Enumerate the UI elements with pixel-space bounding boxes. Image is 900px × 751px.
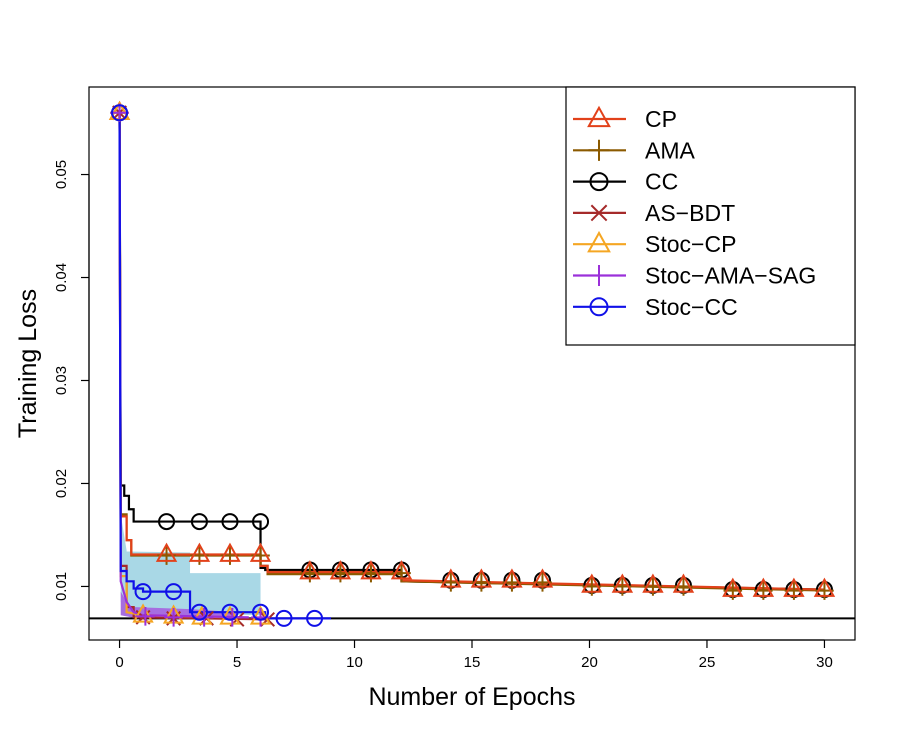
point-stoc-ama-sag-2 bbox=[164, 608, 183, 627]
point-cp-8 bbox=[390, 560, 413, 580]
y-tick-label-3: 0.04 bbox=[53, 263, 70, 292]
legend-label-as-bdt: AS−BDT bbox=[645, 200, 735, 226]
point-cp-10 bbox=[470, 568, 493, 588]
point-stoc-cc-0 bbox=[111, 104, 129, 122]
point-cc-4 bbox=[252, 513, 270, 531]
point-stoc-cc-7 bbox=[306, 609, 324, 627]
series-line-cc bbox=[118, 112, 825, 591]
x-tick-label-4: 20 bbox=[581, 654, 598, 671]
point-cp-9 bbox=[440, 568, 462, 588]
point-cp-7 bbox=[360, 560, 382, 580]
x-tick-label-3: 15 bbox=[464, 654, 481, 671]
point-cc-1 bbox=[158, 513, 176, 531]
legend-label-ama: AMA bbox=[645, 137, 696, 163]
series-line-stoc-cp bbox=[118, 112, 238, 619]
legend-marker-stoc-cp bbox=[587, 230, 611, 253]
y-tick-label-4: 0.05 bbox=[53, 160, 70, 189]
series-line-stoc-cc bbox=[118, 112, 332, 620]
point-cc-3 bbox=[221, 513, 239, 531]
point-stoc-cc-3 bbox=[190, 603, 208, 621]
point-stoc-cc-2 bbox=[165, 583, 183, 601]
legend-box bbox=[565, 86, 856, 346]
point-stoc-cp-1 bbox=[132, 603, 154, 623]
point-cp-20 bbox=[813, 577, 836, 597]
point-stoc-ama-sag-0 bbox=[110, 103, 129, 123]
y-tick-label-2: 0.03 bbox=[53, 366, 70, 395]
legend-label-stoc-cp: Stoc−CP bbox=[645, 231, 736, 257]
y-tick-label-1: 0.02 bbox=[53, 469, 70, 498]
point-stoc-cc-5 bbox=[252, 603, 270, 621]
point-cp-6 bbox=[329, 560, 352, 580]
series-line-stoc-ama-sag bbox=[118, 112, 249, 619]
x-tick-label-5: 25 bbox=[699, 654, 716, 671]
legend-label-stoc-ama-sag: Stoc−AMA−SAG bbox=[645, 263, 816, 289]
point-cp-2 bbox=[188, 542, 211, 562]
point-cp-1 bbox=[155, 542, 178, 562]
point-cc-2 bbox=[190, 513, 208, 531]
legend-label-stoc-cc: Stoc−CC bbox=[645, 294, 738, 320]
legend-marker-stoc-cc bbox=[589, 297, 609, 317]
point-cp-3 bbox=[219, 542, 241, 562]
band-stoc-cc bbox=[120, 514, 261, 616]
legend-label-cc: CC bbox=[645, 169, 678, 195]
point-cp-17 bbox=[722, 577, 744, 597]
legend: CP AMA CC AS−BDT Stoc−CP Stoc−AMA−SAG Stoc−CC bbox=[565, 86, 856, 346]
point-stoc-cc-6 bbox=[275, 609, 293, 627]
point-cp-15 bbox=[642, 573, 664, 593]
point-cp-5 bbox=[299, 560, 321, 580]
y-tick-label-0: 0.01 bbox=[53, 572, 70, 601]
legend-label-cp: CP bbox=[645, 106, 677, 132]
point-cp-16 bbox=[672, 573, 695, 593]
point-cp-18 bbox=[752, 577, 775, 597]
y-axis-title: Training Loss bbox=[14, 289, 42, 438]
point-cp-14 bbox=[611, 573, 634, 593]
point-cp-11 bbox=[501, 568, 523, 588]
x-tick-label-0: 0 bbox=[115, 654, 123, 671]
x-tick-label-1: 5 bbox=[233, 654, 241, 671]
x-tick-label-2: 10 bbox=[346, 654, 363, 671]
point-stoc-cc-1 bbox=[134, 583, 152, 601]
series-markers bbox=[108, 100, 836, 627]
point-cp-12 bbox=[531, 568, 554, 588]
point-cp-13 bbox=[581, 573, 603, 593]
legend-marker-ama bbox=[588, 139, 610, 161]
point-stoc-ama-sag-4 bbox=[223, 608, 242, 627]
x-axis: 0 5 10 15 20 25 30 bbox=[115, 639, 833, 671]
point-stoc-ama-sag-1 bbox=[136, 607, 155, 626]
x-tick-label-6: 30 bbox=[816, 654, 833, 671]
point-cp-4 bbox=[249, 542, 272, 562]
point-stoc-cc-4 bbox=[221, 603, 239, 621]
legend-marker-stoc-ama-sag bbox=[588, 264, 610, 287]
y-axis: 0.01 0.02 0.03 0.04 0.05 bbox=[53, 160, 90, 601]
legend-marker-as-bdt bbox=[590, 204, 608, 222]
point-cp-19 bbox=[783, 577, 805, 597]
series-line-as-bdt bbox=[118, 112, 268, 621]
x-axis-title: Number of Epochs bbox=[368, 683, 575, 711]
legend-marker-cp bbox=[587, 105, 611, 128]
legend-marker-cc bbox=[589, 172, 609, 192]
point-stoc-cp-4 bbox=[219, 605, 241, 625]
